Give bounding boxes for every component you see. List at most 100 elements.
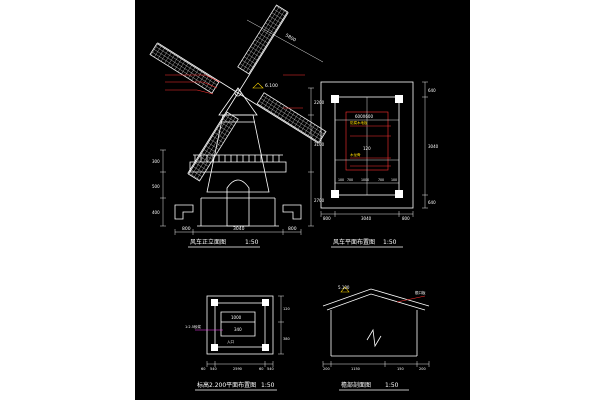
section-roof-outer	[322, 288, 430, 307]
elev-dim-l2: 500	[152, 184, 160, 189]
elevation-leaders	[165, 74, 221, 95]
base-walls	[200, 197, 276, 226]
section-dim-bottom	[322, 361, 430, 367]
platform-label: 入口	[227, 339, 234, 344]
platform-post-tl	[211, 299, 218, 306]
title-platform-scale: 1:50	[261, 382, 275, 389]
title-elevation-scale: 1:50	[245, 239, 259, 246]
platform-dim-bottom	[206, 361, 274, 367]
plan-dim-i3: 1000	[361, 178, 369, 182]
elev-dim-r2: 3100	[314, 142, 325, 147]
windmill-plan: 600X600 120 防腐木地板 木龙骨 800 3040 800 100 7…	[320, 81, 439, 248]
elev-dim-b3: 800	[288, 226, 297, 232]
platform-dim-r1: 120	[283, 307, 290, 311]
platform-inner-a: 1000	[231, 315, 242, 320]
title-section-scale: 1:50	[385, 382, 399, 389]
plan-dim-r2: 3040	[428, 144, 439, 149]
elev-dim-l1: 300	[152, 159, 160, 164]
elev-dim-l3: 400	[152, 210, 160, 215]
platform-dim-r2: 380	[283, 337, 290, 341]
plan-post-br	[395, 190, 403, 198]
plan-dim-i1: 100	[338, 178, 344, 182]
plan-axes	[335, 97, 399, 195]
section-dim-b3: 150	[397, 367, 404, 371]
title-plan-scale: 1:50	[383, 239, 397, 246]
platform-dim-b5: 540	[267, 367, 274, 371]
eave-section: 5.100 檐口板 200 1150 150 200 檐部剖面图 1:50	[322, 285, 430, 391]
title-section: 檐部剖面图	[341, 381, 371, 389]
plan-caption-b: 木龙骨	[350, 152, 361, 157]
plan-center-label: 600X600	[355, 114, 373, 119]
plan-post-tl	[331, 95, 339, 103]
platform-outer	[206, 295, 274, 355]
elevation-dim-bottom	[174, 229, 302, 235]
plan-dim-b1: 800	[323, 216, 331, 221]
plan-outer	[320, 81, 414, 209]
right-steps	[282, 204, 302, 220]
section-walls	[330, 310, 418, 357]
blade-1	[237, 4, 289, 94]
plan-dim-b2: 3040	[361, 216, 372, 221]
platform-post-bl	[211, 344, 218, 351]
windmill-blades	[149, 4, 327, 182]
elevation-level: 6.100	[265, 83, 278, 89]
section-dim-b1: 200	[323, 367, 330, 371]
plan-dim-r3: 640	[428, 200, 436, 205]
platform-dim-b4: 60	[259, 367, 263, 371]
plan-post-tr	[395, 95, 403, 103]
platform-inner-b: 340	[234, 327, 242, 332]
title-plan: 风车平面布置图	[333, 238, 375, 246]
balcony-deck	[189, 161, 287, 173]
elevation-dim-left	[160, 149, 166, 227]
balcony-posts	[194, 155, 280, 162]
plan-dim-bottom	[320, 211, 414, 217]
platform-opening	[220, 311, 256, 337]
plan-inner-label: 120	[363, 146, 371, 151]
plan-dim-i2: 700	[347, 178, 353, 182]
plan-dim-b3: 800	[402, 216, 410, 221]
plan-dim-i4: 700	[378, 178, 384, 182]
elevation-leaders-right	[283, 74, 305, 109]
platform-plan: 1000 340 1:2.5砂浆 入口 60 540 2590 60 540 1…	[185, 295, 290, 391]
platform-note: 1:2.5砂浆	[185, 324, 201, 329]
plan-leaders	[350, 125, 391, 167]
platform-inner	[214, 302, 266, 348]
elev-dim-r3: 2700	[314, 198, 325, 203]
section-level-mark	[340, 286, 350, 293]
plan-post-bl	[331, 190, 339, 198]
cad-svg: 6.100 800 3040 800 300 500 400 2200 3100…	[149, 4, 439, 391]
elev-dim-b2: 3040	[233, 226, 245, 232]
blade-dim-top: 5800	[284, 33, 297, 44]
platform-dim-b3: 2590	[233, 367, 242, 371]
section-dim-b4: 200	[419, 367, 426, 371]
cad-drawing-canvas: 6.100 800 3040 800 300 500 400 2200 3100…	[135, 0, 470, 400]
section-note-leader	[396, 295, 426, 303]
platform-post-br	[262, 344, 269, 351]
platform-dim-right	[278, 295, 284, 355]
plan-caption-a: 防腐木地板	[350, 120, 368, 125]
blade-2	[237, 92, 327, 144]
platform-dim-b2: 540	[210, 367, 217, 371]
section-level: 5.100	[338, 285, 350, 290]
blade-hub	[234, 89, 242, 97]
tower-cap	[218, 87, 258, 116]
level-mark	[252, 82, 264, 89]
windmill-elevation: 6.100 800 3040 800 300 500 400 2200 3100…	[149, 4, 327, 248]
platform-dim-b1: 60	[201, 367, 205, 371]
blade-4	[149, 42, 239, 94]
tower-door	[226, 179, 250, 227]
blade-dim-line	[246, 19, 324, 63]
elevation-dim-right	[308, 87, 314, 227]
section-dim-b2: 1150	[351, 367, 360, 371]
plan-dim-i5: 100	[391, 178, 397, 182]
plan-dim-right	[422, 81, 428, 209]
plan-dim-r1: 640	[428, 88, 436, 93]
title-platform: 标高2.200平面布置图	[197, 381, 256, 389]
elev-dim-r1: 2200	[314, 100, 325, 105]
title-elevation: 风车正立面图	[190, 238, 226, 246]
blade-3	[187, 92, 239, 182]
section-note: 檐口板	[415, 290, 426, 295]
elev-dim-b1: 800	[182, 226, 191, 232]
platform-post-tr	[262, 299, 269, 306]
